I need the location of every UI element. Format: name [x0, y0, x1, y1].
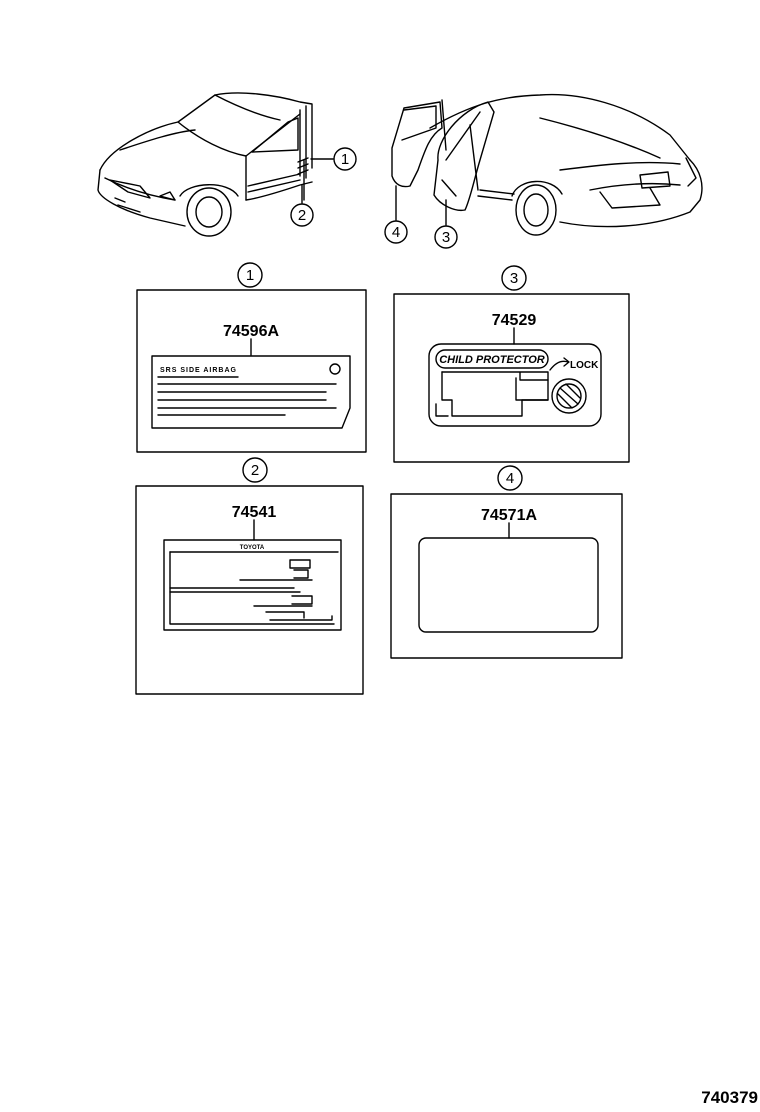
part-number-74529: 74529 — [492, 312, 537, 329]
part-number-74571A: 74571A — [481, 507, 537, 524]
rear-car-illustration — [391, 93, 703, 236]
label-panel-4 — [390, 465, 623, 659]
lock-text: LOCK — [570, 360, 599, 371]
toyota-text: TOYOTA — [240, 545, 265, 551]
srs-side-airbag-text: SRS SIDE AIRBAG — [160, 367, 237, 374]
part-number-74541: 74541 — [232, 504, 277, 521]
callout-1-number: 1 — [341, 151, 349, 168]
panel-4-number: 4 — [506, 470, 514, 487]
callout-4-number: 4 — [392, 224, 400, 241]
child-protector-text: CHILD PROTECTOR — [439, 354, 545, 366]
panel-3-number: 3 — [510, 270, 518, 287]
front-car-illustration — [97, 92, 313, 237]
callout-3-number: 3 — [442, 229, 450, 246]
panel-2-number: 2 — [251, 462, 259, 479]
part-number-74596A: 74596A — [223, 323, 279, 340]
car-callouts — [290, 147, 458, 249]
label-panel-2 — [135, 457, 364, 695]
callout-2-number: 2 — [298, 207, 306, 224]
label-panel-3 — [393, 265, 630, 463]
label-panel-1 — [136, 262, 367, 453]
panel-1-number: 1 — [246, 267, 254, 284]
diagram-id: 740379 — [701, 1088, 758, 1107]
